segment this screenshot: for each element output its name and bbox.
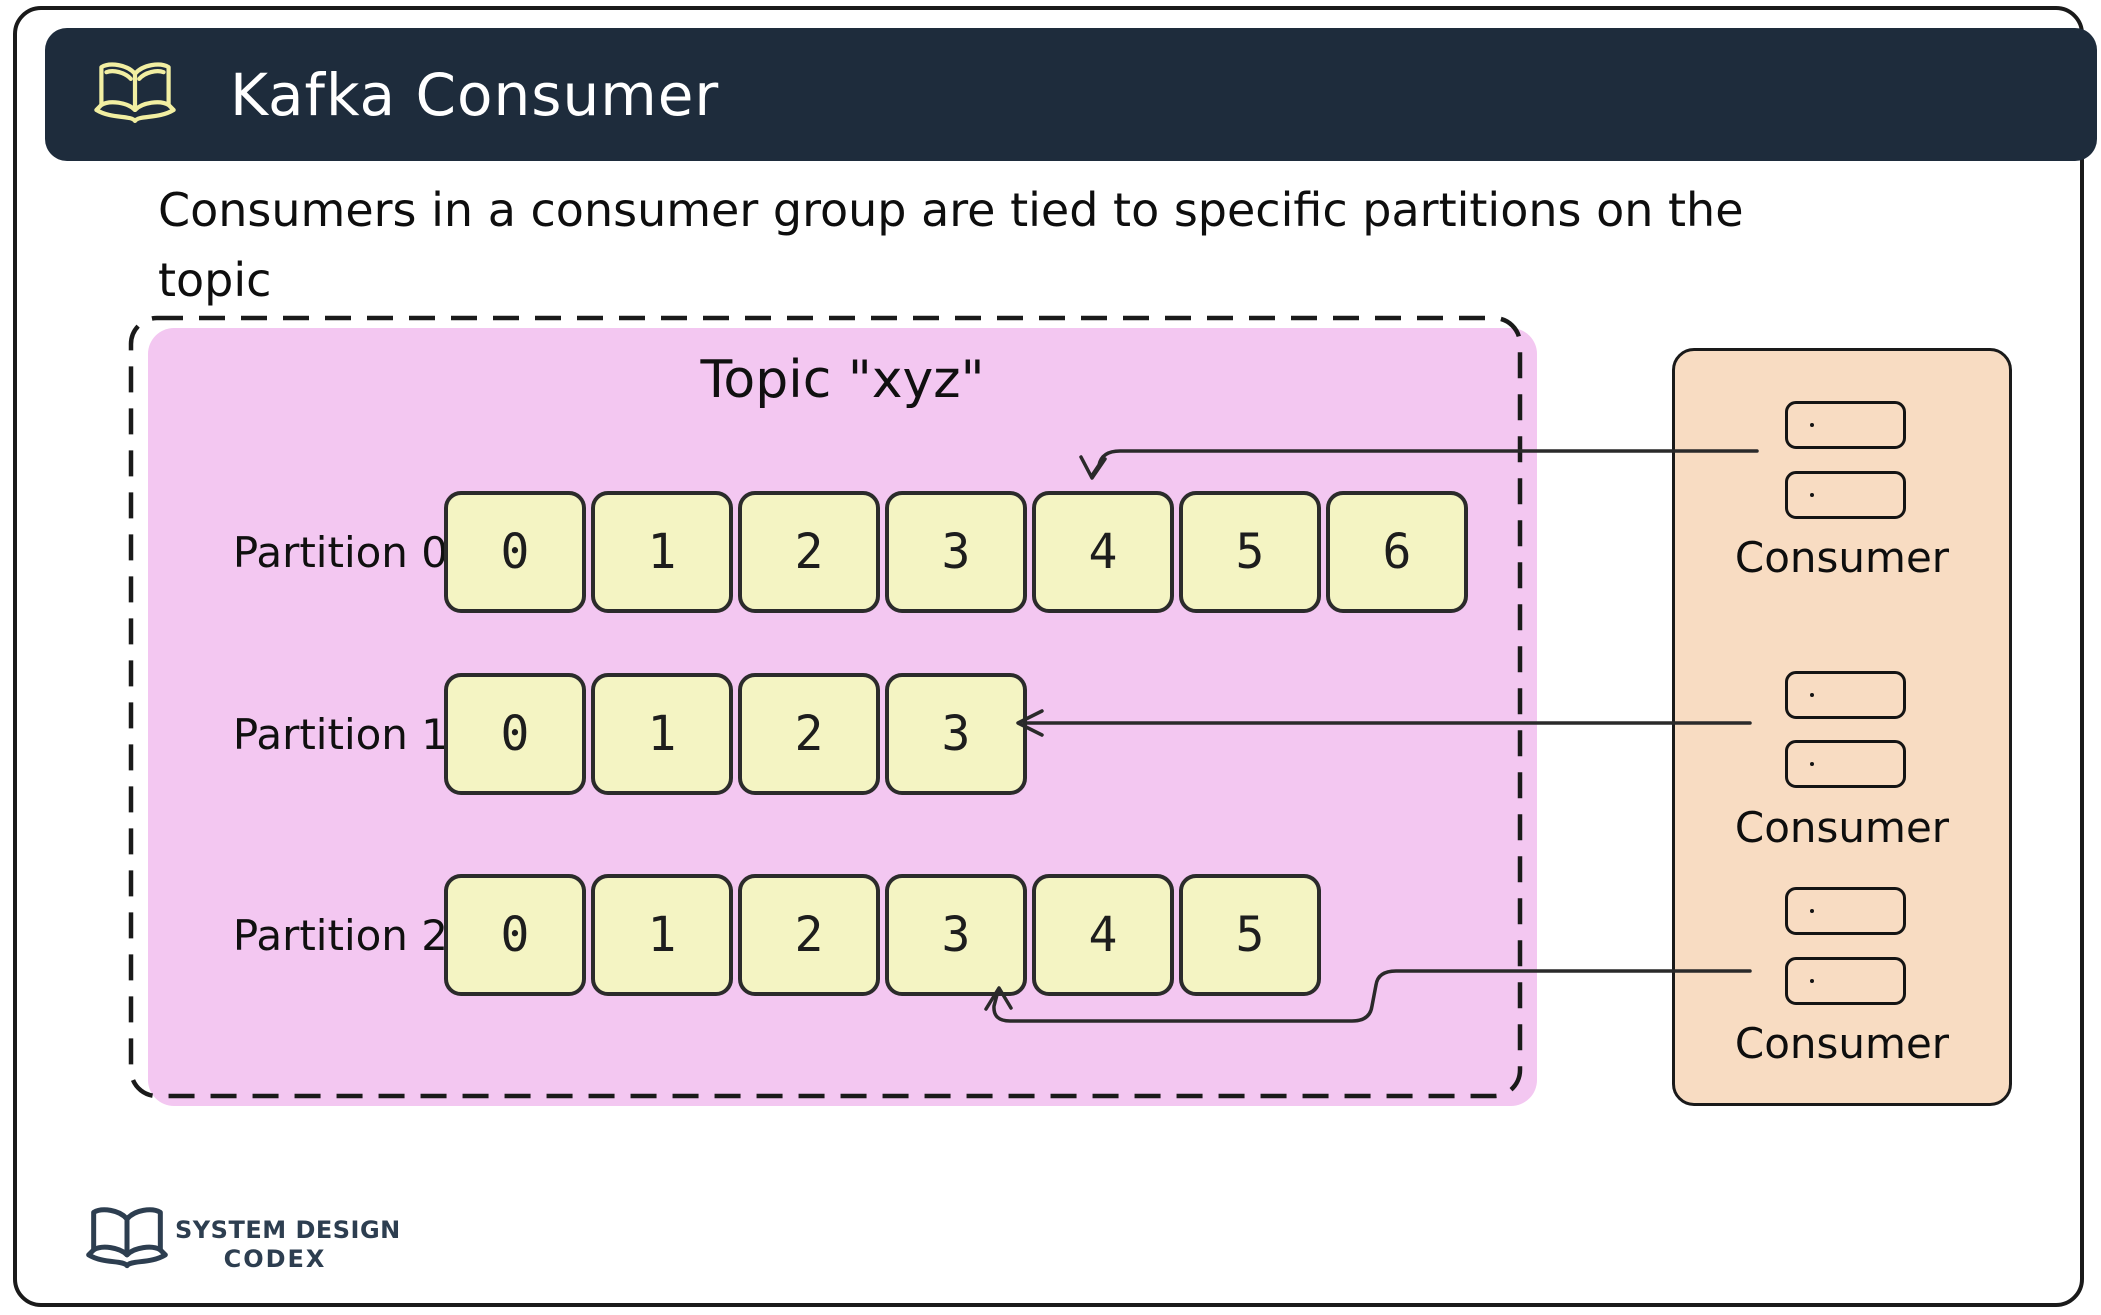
consumer-2-label: Consumer: [1734, 803, 1950, 852]
topic-title: Topic "xyz": [700, 350, 985, 410]
instance-dot-icon: [1810, 909, 1814, 913]
topic-box: Topic "xyz" Partition 0 0 1 2 3 4 5 6 Pa…: [148, 328, 1537, 1106]
logo-text-line1: SYSTEM DESIGN: [175, 1216, 401, 1244]
offset-cell: 3: [885, 673, 1027, 795]
logo-book-icon: [86, 1207, 168, 1269]
offset-cell: 5: [1179, 491, 1321, 613]
offset-cell: 0: [444, 491, 586, 613]
offset-cell: 4: [1032, 874, 1174, 996]
partition-2-row: 0 1 2 3 4 5: [444, 874, 1321, 996]
page-title: Kafka Consumer: [230, 60, 720, 129]
footer-logo: SYSTEM DESIGN CODEX: [85, 1202, 415, 1282]
partition-0-row: 0 1 2 3 4 5 6: [444, 491, 1468, 613]
offset-cell: 0: [444, 874, 586, 996]
logo-text-line2: CODEX: [223, 1245, 327, 1273]
offset-cell: 2: [738, 874, 880, 996]
instance-dot-icon: [1810, 762, 1814, 766]
offset-cell: 3: [885, 491, 1027, 613]
offset-cell: 5: [1179, 874, 1321, 996]
subtitle-text: Consumers in a consumer group are tied t…: [158, 183, 1744, 307]
offset-cell: 1: [591, 673, 733, 795]
consumer-1-instance-box: [1785, 471, 1906, 519]
header-bar: Kafka Consumer: [45, 28, 2097, 161]
offset-cell: 2: [738, 673, 880, 795]
offset-cell: 1: [591, 874, 733, 996]
offset-cell: 0: [444, 673, 586, 795]
logo-text: SYSTEM DESIGN CODEX: [175, 1216, 401, 1273]
consumer-3-instance-box: [1785, 957, 1906, 1005]
instance-dot-icon: [1810, 979, 1814, 983]
partition-1-label: Partition 1: [232, 709, 448, 759]
consumer-1-label: Consumer: [1734, 533, 1950, 582]
partition-0-label: Partition 0: [232, 527, 448, 577]
consumer-2-instance-box: [1785, 671, 1906, 719]
consumer-1-instance-box: [1785, 401, 1906, 449]
instance-dot-icon: [1810, 493, 1814, 497]
slide-container: Kafka Consumer Consumers in a consumer g…: [13, 6, 2097, 1307]
offset-cell: 2: [738, 491, 880, 613]
partition-2-label: Partition 2: [232, 910, 448, 960]
partition-1-row: 0 1 2 3: [444, 673, 1027, 795]
offset-cell: 6: [1326, 491, 1468, 613]
instance-dot-icon: [1810, 693, 1814, 697]
open-book-icon: [94, 62, 176, 123]
consumer-3-label: Consumer: [1734, 1019, 1950, 1068]
offset-cell: 4: [1032, 491, 1174, 613]
instance-dot-icon: [1810, 423, 1814, 427]
consumer-group-panel: Consumer Consumer Consumer: [1672, 348, 2012, 1106]
consumer-2-instance-box: [1785, 740, 1906, 788]
offset-cell: 3: [885, 874, 1027, 996]
offset-cell: 1: [591, 491, 733, 613]
consumer-3-instance-box: [1785, 887, 1906, 935]
